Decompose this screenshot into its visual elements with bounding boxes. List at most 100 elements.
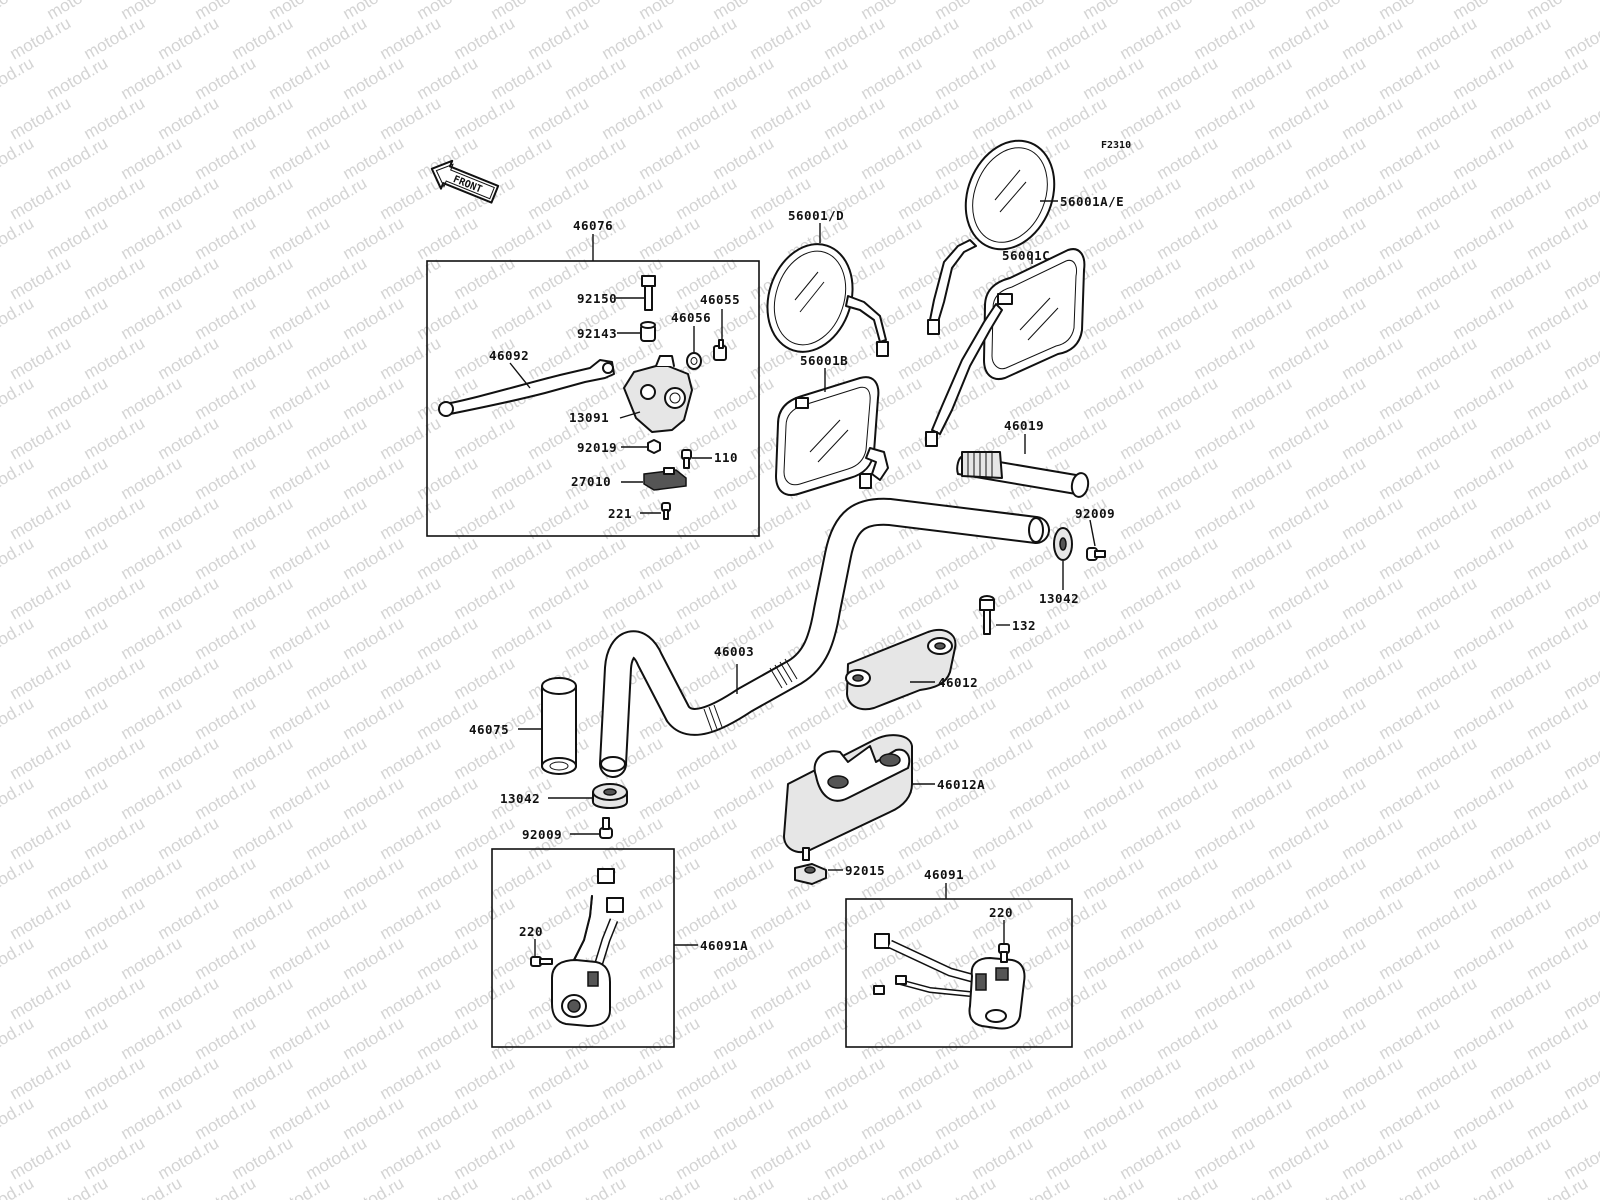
watermark-text: motod.ru: [1450, 693, 1518, 743]
watermark-text: motod.ru: [192, 533, 260, 583]
watermark-text: motod.ru: [1191, 493, 1259, 543]
watermark-text: motod.ru: [710, 213, 778, 263]
watermark-text: motod.ru: [377, 813, 445, 863]
watermark-text: motod.ru: [1450, 213, 1518, 263]
watermark-text: motod.ru: [1228, 853, 1296, 903]
watermark-text: motod.ru: [192, 293, 260, 343]
watermark-text: motod.ru: [1006, 853, 1074, 903]
watermark-text: motod.ru: [1450, 373, 1518, 423]
watermark-text: motod.ru: [155, 653, 223, 703]
watermark-text: motod.ru: [1487, 573, 1555, 623]
watermark-text: motod.ru: [673, 973, 741, 1023]
watermark-text: motod.ru: [1339, 893, 1407, 943]
watermark-text: motod.ru: [451, 733, 519, 783]
watermark-text: motod.ru: [673, 1133, 741, 1183]
screw-110: [681, 449, 692, 469]
grip-46019: [956, 451, 1090, 498]
watermark-text: motod.ru: [1191, 173, 1259, 223]
watermark-text: motod.ru: [1376, 853, 1444, 903]
watermark-text: motod.ru: [118, 293, 186, 343]
watermark-text: motod.ru: [1191, 333, 1259, 383]
watermark-text: motod.ru: [1006, 693, 1074, 743]
watermark-text: motod.ru: [1080, 933, 1148, 983]
watermark-text: motod.ru: [229, 1053, 297, 1103]
watermark-text: motod.ru: [266, 453, 334, 503]
watermark-text: motod.ru: [1413, 653, 1481, 703]
watermark-text: motod.ru: [1265, 573, 1333, 623]
watermark-text: motod.ru: [7, 973, 75, 1023]
watermark-text: motod.ru: [266, 293, 334, 343]
watermark-text: motod.ru: [44, 453, 112, 503]
watermark-text: motod.ru: [414, 53, 482, 103]
watermark-text: motod.ru: [1265, 1053, 1333, 1103]
watermark-text: motod.ru: [1006, 53, 1074, 103]
watermark-text: motod.ru: [969, 573, 1037, 623]
watermark-text: motod.ru: [784, 1093, 852, 1143]
watermark-text: motod.ru: [488, 1093, 556, 1143]
watermark-text: motod.ru: [266, 213, 334, 263]
watermark-text: motod.ru: [1006, 373, 1074, 423]
mirror-56001-B: [775, 376, 889, 496]
label-46092: 46092: [489, 348, 529, 363]
watermark-text: motod.ru: [1524, 53, 1592, 103]
watermark-text: motod.ru: [1376, 773, 1444, 823]
watermark-text: motod.ru: [1154, 1173, 1222, 1200]
watermark-text: motod.ru: [525, 1053, 593, 1103]
watermark-text: motod.ru: [340, 453, 408, 503]
watermark-text: motod.ru: [1080, 693, 1148, 743]
watermark-text: motod.ru: [1524, 853, 1592, 903]
watermark-text: motod.ru: [1265, 813, 1333, 863]
watermark-text: motod.ru: [1302, 373, 1370, 423]
watermark-text: motod.ru: [784, 693, 852, 743]
watermark-text: motod.ru: [1228, 373, 1296, 423]
watermark-text: motod.ru: [710, 1093, 778, 1143]
watermark-text: motod.ru: [1376, 133, 1444, 183]
watermark-text: motod.ru: [451, 1053, 519, 1103]
watermark-text: motod.ru: [81, 1053, 149, 1103]
watermark-text: motod.ru: [7, 253, 75, 303]
watermark-text: motod.ru: [1117, 813, 1185, 863]
watermark-text: motod.ru: [303, 973, 371, 1023]
watermark-text: motod.ru: [414, 1013, 482, 1063]
watermark-text: motod.ru: [303, 653, 371, 703]
watermark-text: motod.ru: [1339, 733, 1407, 783]
watermark-text: motod.ru: [1228, 213, 1296, 263]
watermark-text: motod.ru: [340, 1013, 408, 1063]
watermark-text: motod.ru: [821, 973, 889, 1023]
watermark-text: motod.ru: [969, 1133, 1037, 1183]
watermark-text: motod.ru: [895, 1053, 963, 1103]
lever-holder-13091: [623, 355, 693, 433]
watermark-text: motod.ru: [1154, 293, 1222, 343]
watermark-text: motod.ru: [895, 893, 963, 943]
label-46056: 46056: [671, 310, 711, 325]
watermark-text: motod.ru: [0, 933, 37, 983]
watermark-text: motod.ru: [488, 53, 556, 103]
watermark-text: motod.ru: [192, 373, 260, 423]
watermark-text: motod.ru: [7, 173, 75, 223]
mirror-56001-A-E: [927, 139, 1056, 335]
watermark-text: motod.ru: [1302, 133, 1370, 183]
label-220-right: 220: [989, 905, 1013, 920]
watermark-text: motod.ru: [1080, 1013, 1148, 1063]
watermark-text: motod.ru: [155, 93, 223, 143]
watermark-text: motod.ru: [488, 1173, 556, 1200]
bolt-132: [979, 595, 995, 635]
watermark-text: motod.ru: [488, 1013, 556, 1063]
watermark-text: motod.ru: [303, 813, 371, 863]
watermark-text: motod.ru: [1043, 13, 1111, 63]
watermark-text: motod.ru: [81, 1133, 149, 1183]
watermark-text: motod.ru: [1487, 413, 1555, 463]
watermark-text: motod.ru: [747, 893, 815, 943]
watermark-text: motod.ru: [414, 933, 482, 983]
label-46003: 46003: [714, 644, 754, 659]
label-46076: 46076: [573, 218, 613, 233]
label-92009-left: 92009: [522, 827, 562, 842]
watermark-text: motod.ru: [747, 1133, 815, 1183]
watermark-text: motod.ru: [1450, 533, 1518, 583]
watermark-text: motod.ru: [340, 613, 408, 663]
watermark-text: motod.ru: [451, 13, 519, 63]
watermark-text: motod.ru: [1524, 773, 1592, 823]
watermark-text: motod.ru: [229, 173, 297, 223]
watermark-text: motod.ru: [1080, 1093, 1148, 1143]
watermark-text: motod.ru: [44, 1013, 112, 1063]
